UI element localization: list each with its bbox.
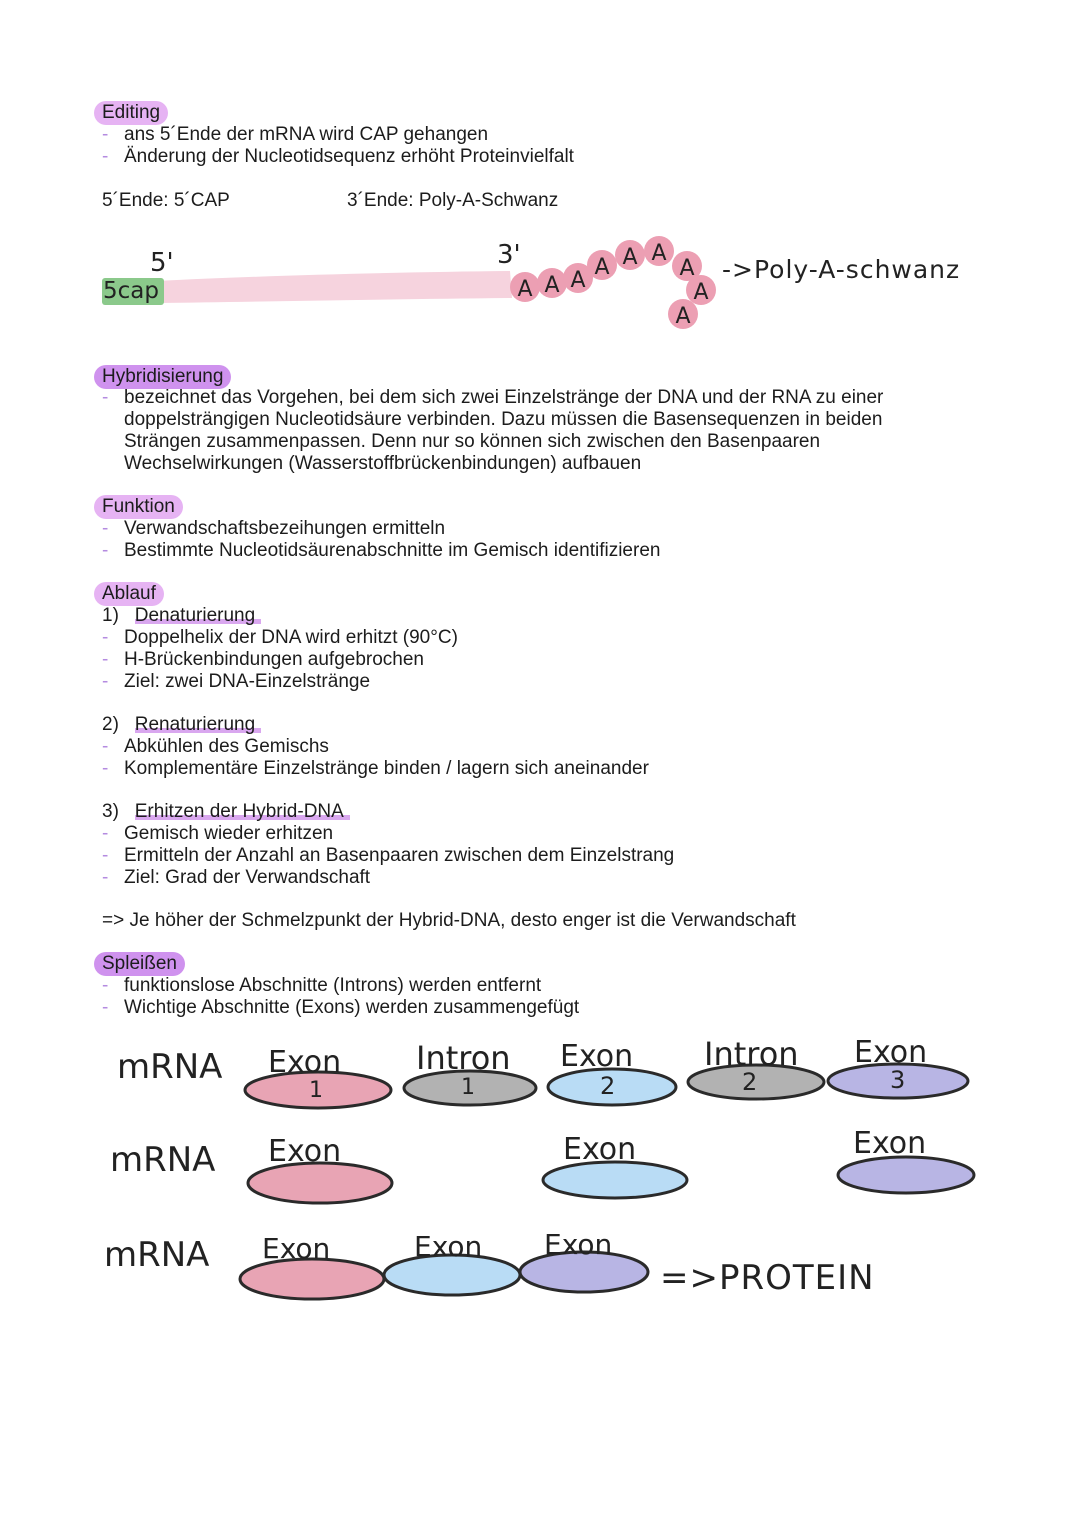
row1-intron-2-blob: [686, 1063, 826, 1101]
row1-exon-2-label: Exon: [560, 1039, 634, 1074]
step-1-item-1: Doppelhelix der DNA wird erhitzt (90°C): [102, 627, 458, 649]
poly-a-circle: [587, 250, 617, 280]
step-1-item-2: H-Brückenbindungen aufgebrochen: [102, 649, 424, 671]
poly-a-letter: A: [675, 304, 690, 329]
row3-segments: [238, 1250, 650, 1301]
row1-exon-3-blob: [826, 1062, 970, 1100]
poly-a-circle: [644, 236, 674, 266]
ablauf-conclusion: => Je höher der Schmelzpunkt der Hybrid-…: [102, 910, 796, 931]
step-1-title: 1) Denaturierung: [102, 605, 262, 627]
step-2-item-2: Komplementäre Einzelstränge binden / lag…: [102, 758, 649, 780]
row2-exon-2-blob: [541, 1160, 689, 1200]
row3-exon-2-label: Exon: [414, 1230, 483, 1263]
poly-a-letter: A: [570, 268, 585, 293]
row3-exon-3-label: Exon: [544, 1228, 613, 1261]
row3-mrna-label: mRNA: [104, 1235, 210, 1275]
row1-exon-2-blob: [546, 1067, 678, 1107]
row1-exon-2-num: 2: [600, 1072, 616, 1100]
poly-a-circle: [686, 275, 716, 305]
poly-a-circle: [668, 299, 698, 329]
heading-editing: Editing: [94, 101, 169, 125]
row2-exon-2-label: Exon: [563, 1132, 637, 1167]
step-3-item-1: Gemisch wieder erhitzen: [102, 823, 333, 845]
hybrid-line-2: doppelsträngigen Nucleotidsäure verbinde…: [124, 409, 883, 430]
spleissen-item-1: funktionslose Abschnitte (Introns) werde…: [102, 975, 541, 997]
label-5-prime: 5': [150, 248, 174, 278]
row1-intron-2-num: 2: [742, 1068, 758, 1096]
row2-exon-3-label: Exon: [853, 1126, 927, 1161]
poly-a-letter: A: [517, 277, 532, 302]
funktion-item-2: Bestimmte Nucleotidsäurenabschnitte im G…: [102, 540, 660, 562]
heading-funktion: Funktion: [94, 495, 183, 519]
row2-exon-1-blob: [246, 1161, 394, 1205]
row2-mrna-label: mRNA: [110, 1140, 216, 1180]
mrna-strand-svg: A A A A A A A A A: [102, 236, 716, 329]
spleissen-item-2: Wichtige Abschnitte (Exons) werden zusam…: [102, 997, 579, 1019]
poly-a-tail: A A A A A A A A A: [510, 236, 716, 329]
poly-a-circle: [537, 268, 567, 298]
poly-a-letter: A: [693, 280, 708, 305]
poly-a-circle: [672, 251, 702, 281]
heading-spleissen: Spleißen: [94, 952, 185, 976]
protein-result-label: =>PROTEIN: [660, 1258, 875, 1298]
end5-text: 5´Ende: 5´CAP: [102, 190, 230, 211]
row2-exon-3-blob: [836, 1155, 976, 1195]
editing-item-1: ans 5´Ende der mRNA wird CAP gehangen: [102, 124, 488, 146]
step-2-item-1: Abkühlen des Gemischs: [102, 736, 329, 758]
row1-exon-1-num: 1: [309, 1078, 323, 1103]
mrna-strand: [158, 271, 512, 303]
row3-exon-1-blob: [238, 1257, 386, 1301]
cap-block: [102, 278, 164, 305]
row1-intron-1-label: Intron: [416, 1039, 511, 1077]
row1-exon-1-blob: [243, 1070, 393, 1110]
row1-exon-3-label: Exon: [854, 1035, 928, 1070]
row1-intron-1-num: 1: [461, 1075, 475, 1100]
step-2-title: 2) Renaturierung: [102, 714, 262, 736]
poly-a-letter: A: [651, 241, 666, 266]
label-3-prime: 3': [497, 240, 521, 270]
hybrid-line-3: Strängen zusammenpassen. Denn nur so kön…: [124, 431, 821, 452]
hybrid-line-4: Wechselwirkungen (Wasserstoffbrückenbind…: [124, 453, 642, 474]
editing-item-2: Änderung der Nucleotidsequenz erhöht Pro…: [102, 146, 574, 168]
heading-hybridisierung: Hybridisierung: [94, 365, 232, 389]
row2-segments: [246, 1155, 976, 1205]
row3-exon-3-blob: [518, 1250, 650, 1294]
row1-exon-3-num: 3: [890, 1066, 906, 1094]
end3-text: 3´Ende: Poly-A-Schwanz: [347, 190, 559, 211]
poly-a-circle: [615, 240, 645, 270]
row2-exon-1-label: Exon: [268, 1134, 342, 1169]
step-1-item-3: Ziel: zwei DNA-Einzelstränge: [102, 671, 370, 693]
row1-segments: [243, 1062, 970, 1110]
heading-ablauf: Ablauf: [94, 582, 164, 606]
poly-a-letter: A: [622, 245, 637, 270]
row3-exon-1-label: Exon: [262, 1232, 331, 1265]
hybrid-line-1: bezeichnet das Vorgehen, bei dem sich zw…: [102, 387, 883, 409]
poly-a-letter: A: [679, 256, 694, 281]
poly-a-arrow-label: ->Poly-A-schwanz: [722, 255, 961, 284]
step-3-item-3: Ziel: Grad der Verwandschaft: [102, 867, 370, 889]
row1-exon-1-label: Exon: [268, 1045, 342, 1080]
cap-label: 5cap: [103, 278, 159, 304]
step-3-item-2: Ermitteln der Anzahl an Basenpaaren zwis…: [102, 845, 674, 867]
poly-a-letter: A: [544, 273, 559, 298]
poly-a-circle: [510, 272, 540, 302]
row1-mrna-label: mRNA: [117, 1047, 223, 1087]
funktion-item-1: Verwandschaftsbezeihungen ermitteln: [102, 518, 445, 540]
step-3-title: 3) Erhitzen der Hybrid-DNA: [102, 801, 350, 823]
poly-a-circle: [563, 263, 593, 293]
row1-intron-1-blob: [402, 1069, 538, 1107]
row1-intron-2-label: Intron: [704, 1035, 799, 1073]
poly-a-letter: A: [594, 255, 609, 280]
